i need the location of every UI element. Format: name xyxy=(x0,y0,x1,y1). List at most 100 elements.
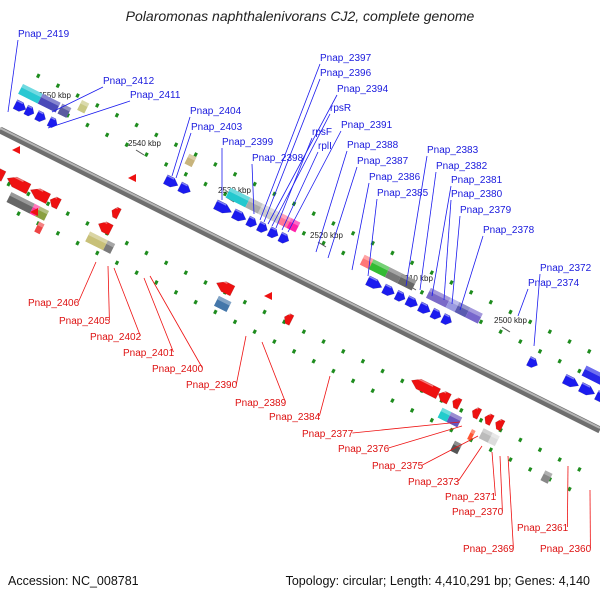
forward-gene[interactable] xyxy=(526,355,539,369)
forward-gene-box[interactable] xyxy=(77,100,90,114)
forward-gene[interactable] xyxy=(365,275,384,292)
gene-label[interactable]: Pnap_2389 xyxy=(235,398,287,409)
reverse-gene[interactable] xyxy=(482,412,495,426)
reverse-gene-box[interactable] xyxy=(35,206,49,221)
forward-gene[interactable] xyxy=(46,116,60,130)
gene-label[interactable]: Pnap_2397 xyxy=(320,53,372,64)
forward-gene[interactable] xyxy=(561,373,581,390)
forward-gene-box[interactable] xyxy=(37,93,61,113)
reverse-gene-box[interactable] xyxy=(103,240,116,254)
forward-gene[interactable] xyxy=(255,220,269,234)
forward-gene-box[interactable] xyxy=(18,83,43,104)
reverse-gene[interactable] xyxy=(48,195,62,210)
forward-gene-box[interactable] xyxy=(225,187,251,208)
reverse-marker[interactable] xyxy=(30,208,38,216)
gene-label[interactable]: Pnap_2381 xyxy=(451,175,503,186)
gene-label[interactable]: Pnap_2390 xyxy=(186,380,238,391)
gene-label[interactable]: Pnap_2388 xyxy=(347,140,399,151)
forward-gene[interactable] xyxy=(162,174,180,190)
gene-label[interactable]: Pnap_2384 xyxy=(269,412,321,423)
gene-label[interactable]: Pnap_2376 xyxy=(338,444,390,455)
gene-label[interactable]: Pnap_2402 xyxy=(90,332,142,343)
reverse-gene[interactable] xyxy=(0,160,7,182)
gene-label[interactable]: Pnap_2398 xyxy=(252,153,304,164)
gene-label[interactable]: Pnap_2378 xyxy=(483,225,535,236)
gene-label[interactable]: Pnap_2412 xyxy=(103,76,155,87)
reverse-gene-box[interactable] xyxy=(213,295,232,313)
forward-gene[interactable] xyxy=(404,295,420,309)
forward-gene[interactable] xyxy=(23,104,37,118)
gene-label[interactable]: Pnap_2375 xyxy=(372,461,424,472)
forward-gene-box[interactable] xyxy=(368,259,390,278)
gene-label[interactable]: Pnap_2371 xyxy=(445,492,497,503)
forward-gene[interactable] xyxy=(245,215,259,229)
gene-label[interactable]: Pnap_2404 xyxy=(190,106,242,117)
forward-gene[interactable] xyxy=(177,181,193,196)
reverse-gene[interactable] xyxy=(214,278,236,297)
gene-label[interactable]: Pnap_2396 xyxy=(320,68,372,79)
reverse-gene-box[interactable] xyxy=(540,470,553,484)
reverse-gene[interactable] xyxy=(493,417,506,432)
gene-label[interactable]: Pnap_2377 xyxy=(302,429,354,440)
forward-gene-box[interactable] xyxy=(445,297,460,313)
forward-gene-box[interactable] xyxy=(465,307,483,324)
reverse-gene-box[interactable] xyxy=(446,412,463,428)
forward-gene[interactable] xyxy=(12,99,28,114)
forward-gene[interactable] xyxy=(381,283,396,298)
gene-label[interactable]: Pnap_2369 xyxy=(463,544,515,555)
gene-label[interactable]: Pnap_2401 xyxy=(123,348,175,359)
gene-label[interactable]: rplI xyxy=(318,141,332,152)
forward-gene-box[interactable] xyxy=(425,287,451,308)
forward-gene[interactable] xyxy=(416,301,432,316)
gene-label[interactable]: rpsR xyxy=(330,103,351,114)
gene-label[interactable]: Pnap_2361 xyxy=(517,523,569,534)
gene-label[interactable]: Pnap_2406 xyxy=(28,298,80,309)
forward-gene[interactable] xyxy=(277,231,291,245)
gene-label[interactable]: Pnap_2385 xyxy=(377,188,429,199)
reverse-gene[interactable] xyxy=(409,375,442,400)
gene-label[interactable]: Pnap_2383 xyxy=(427,145,479,156)
forward-gene[interactable] xyxy=(577,381,597,398)
reverse-marker[interactable] xyxy=(264,292,272,300)
forward-gene[interactable] xyxy=(429,307,443,321)
gene-label[interactable]: Pnap_2399 xyxy=(222,137,274,148)
gene-label[interactable]: Pnap_2360 xyxy=(540,544,592,555)
reverse-gene[interactable] xyxy=(450,396,463,410)
gene-label[interactable]: Pnap_2405 xyxy=(59,316,111,327)
reverse-marker[interactable] xyxy=(12,146,20,154)
gene-label[interactable]: Pnap_2386 xyxy=(369,172,421,183)
reverse-gene[interactable] xyxy=(436,389,452,405)
gene-label[interactable]: Pnap_2391 xyxy=(341,120,393,131)
reverse-gene-box[interactable] xyxy=(487,432,500,447)
gene-label[interactable]: Pnap_2373 xyxy=(408,477,460,488)
gene-label[interactable]: Pnap_2372 xyxy=(540,263,592,274)
reverse-gene[interactable] xyxy=(28,185,52,205)
reverse-gene-box[interactable] xyxy=(437,407,452,423)
reverse-gene[interactable] xyxy=(470,406,483,420)
gene-label[interactable]: Pnap_2403 xyxy=(191,122,243,133)
reverse-marker[interactable] xyxy=(128,174,136,182)
forward-gene-box[interactable] xyxy=(581,365,600,388)
gene-label[interactable]: Pnap_2411 xyxy=(130,90,181,101)
reverse-gene[interactable] xyxy=(96,219,114,236)
reverse-gene-box[interactable] xyxy=(467,429,476,441)
reverse-gene[interactable] xyxy=(109,205,122,220)
gene-label[interactable]: Pnap_2394 xyxy=(337,84,389,95)
forward-gene-box[interactable] xyxy=(454,302,471,318)
forward-gene[interactable] xyxy=(266,226,280,240)
gene-label[interactable]: Pnap_2379 xyxy=(460,205,512,216)
forward-gene[interactable] xyxy=(230,208,248,224)
gene-label[interactable]: Pnap_2380 xyxy=(451,189,503,200)
gene-label[interactable]: Pnap_2374 xyxy=(528,278,580,289)
reverse-gene-box[interactable] xyxy=(34,221,45,235)
forward-gene[interactable] xyxy=(34,109,47,123)
forward-gene-box[interactable] xyxy=(384,267,403,284)
reverse-gene-box[interactable] xyxy=(85,231,108,251)
reverse-gene[interactable] xyxy=(5,173,32,195)
reverse-gene[interactable] xyxy=(282,312,295,326)
forward-gene[interactable] xyxy=(593,389,600,405)
forward-gene-box[interactable] xyxy=(184,153,197,168)
forward-gene[interactable] xyxy=(393,289,407,303)
gene-label[interactable]: Pnap_2370 xyxy=(452,507,504,518)
